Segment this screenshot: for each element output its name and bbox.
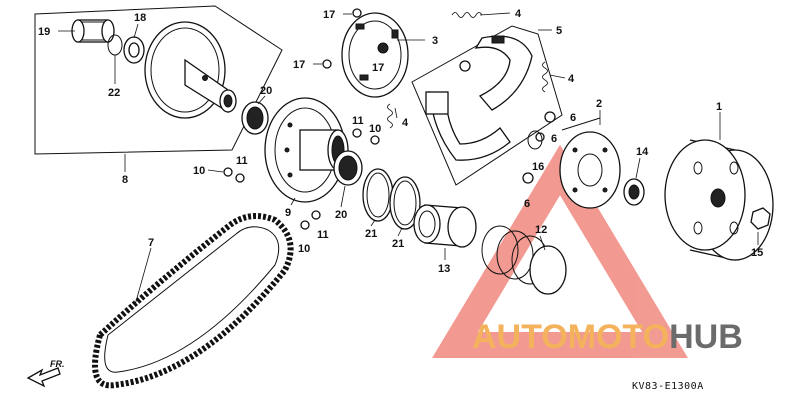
drive-plate-2 xyxy=(559,117,621,209)
callout-1: 1 xyxy=(716,101,722,113)
nut-17-top xyxy=(352,8,362,18)
nut-17-mid xyxy=(322,59,332,69)
callout-16: 16 xyxy=(532,161,544,173)
assembly-frame-5 xyxy=(411,25,563,186)
spring-4-right xyxy=(542,61,548,93)
bolt-10-b xyxy=(370,135,380,145)
washer-11-c xyxy=(311,210,321,220)
watermark-part2: MOTO xyxy=(568,318,669,356)
callout-10-mid: 10 xyxy=(369,123,381,135)
callout-18: 18 xyxy=(134,12,146,24)
callout-22: 22 xyxy=(108,87,120,99)
callout-6-a: 6 xyxy=(570,112,576,124)
spring-12 xyxy=(481,225,567,295)
callout-3: 3 xyxy=(432,35,438,47)
callout-21-a: 21 xyxy=(365,228,377,240)
bolt-10-c xyxy=(300,220,310,230)
collar-6-a xyxy=(544,111,556,123)
clutch-shoe-lower xyxy=(425,60,511,161)
seal-14 xyxy=(623,178,645,206)
collar-13 xyxy=(413,204,477,248)
callout-15: 15 xyxy=(751,247,763,259)
callout-20-right: 20 xyxy=(335,209,347,221)
driven-face-8 xyxy=(144,21,237,119)
bearing-18 xyxy=(123,36,145,64)
spring-4-left xyxy=(387,103,393,129)
ring-21-a-inner xyxy=(366,172,390,218)
callout-8: 8 xyxy=(122,174,128,186)
callout-6-b: 6 xyxy=(551,133,557,145)
needle-bearing-19 xyxy=(71,19,115,43)
clutch-plate-3 xyxy=(341,12,409,98)
oil-seal-20-left xyxy=(241,101,269,135)
washer-16 xyxy=(527,130,543,150)
leader-lines xyxy=(58,12,759,306)
callout-4-right: 4 xyxy=(568,73,575,85)
callout-17-plate: 17 xyxy=(372,62,384,74)
callout-21-b: 21 xyxy=(392,238,404,250)
watermark-text: AUTOMOTOHUB xyxy=(472,318,743,356)
driven-pulley-9 xyxy=(264,97,349,203)
drive-belt-7 xyxy=(92,213,294,389)
assembly-frame-8 xyxy=(34,5,283,155)
bolt-10-a xyxy=(223,167,233,177)
clutch-shoe-upper xyxy=(474,35,533,111)
svg-text:AUTOMOTOHUB: AUTOMOTOHUB xyxy=(472,318,743,356)
callout-17-top: 17 xyxy=(323,9,335,21)
oil-seal-20-right xyxy=(333,150,363,186)
callout-10-left: 10 xyxy=(193,165,205,177)
watermark-part1: AUTO xyxy=(472,318,568,356)
callout-9: 9 xyxy=(285,207,291,219)
callout-10-low: 10 xyxy=(298,243,310,255)
washer-11-a xyxy=(235,173,245,183)
spring-4-top xyxy=(451,12,483,18)
callout-11-low: 11 xyxy=(317,229,329,241)
circlip-22 xyxy=(107,34,123,56)
ring-21-b xyxy=(389,176,421,230)
callout-5: 5 xyxy=(556,25,562,37)
callout-20-left: 20 xyxy=(260,85,272,97)
callout-19: 19 xyxy=(38,26,50,38)
callout-14: 14 xyxy=(636,146,649,158)
callout-4-top: 4 xyxy=(515,8,522,20)
callout-17-mid: 17 xyxy=(293,59,305,71)
callout-11-mid: 11 xyxy=(352,115,364,127)
washer-11-b xyxy=(352,128,362,138)
callout-12: 12 xyxy=(535,224,547,236)
callout-2: 2 xyxy=(596,98,602,110)
nut-15 xyxy=(750,207,771,230)
callout-6-c: 6 xyxy=(524,198,530,210)
callouts: 19 18 22 8 20 17 17 17 3 4 5 4 4 11 10 6… xyxy=(38,8,763,275)
collar-6-c xyxy=(522,172,534,184)
ring-21-b-inner xyxy=(393,180,417,226)
callout-4-left: 4 xyxy=(402,117,409,129)
clutch-outer-1 xyxy=(664,139,774,261)
front-label: FR. xyxy=(50,359,65,369)
watermark-part3: HUB xyxy=(669,318,743,356)
callout-13: 13 xyxy=(438,263,450,275)
front-direction-arrow: FR. xyxy=(26,359,65,388)
callout-11-left: 11 xyxy=(236,155,248,167)
callout-7: 7 xyxy=(148,237,154,249)
diagram-code: KV83-E1300A xyxy=(632,381,704,392)
